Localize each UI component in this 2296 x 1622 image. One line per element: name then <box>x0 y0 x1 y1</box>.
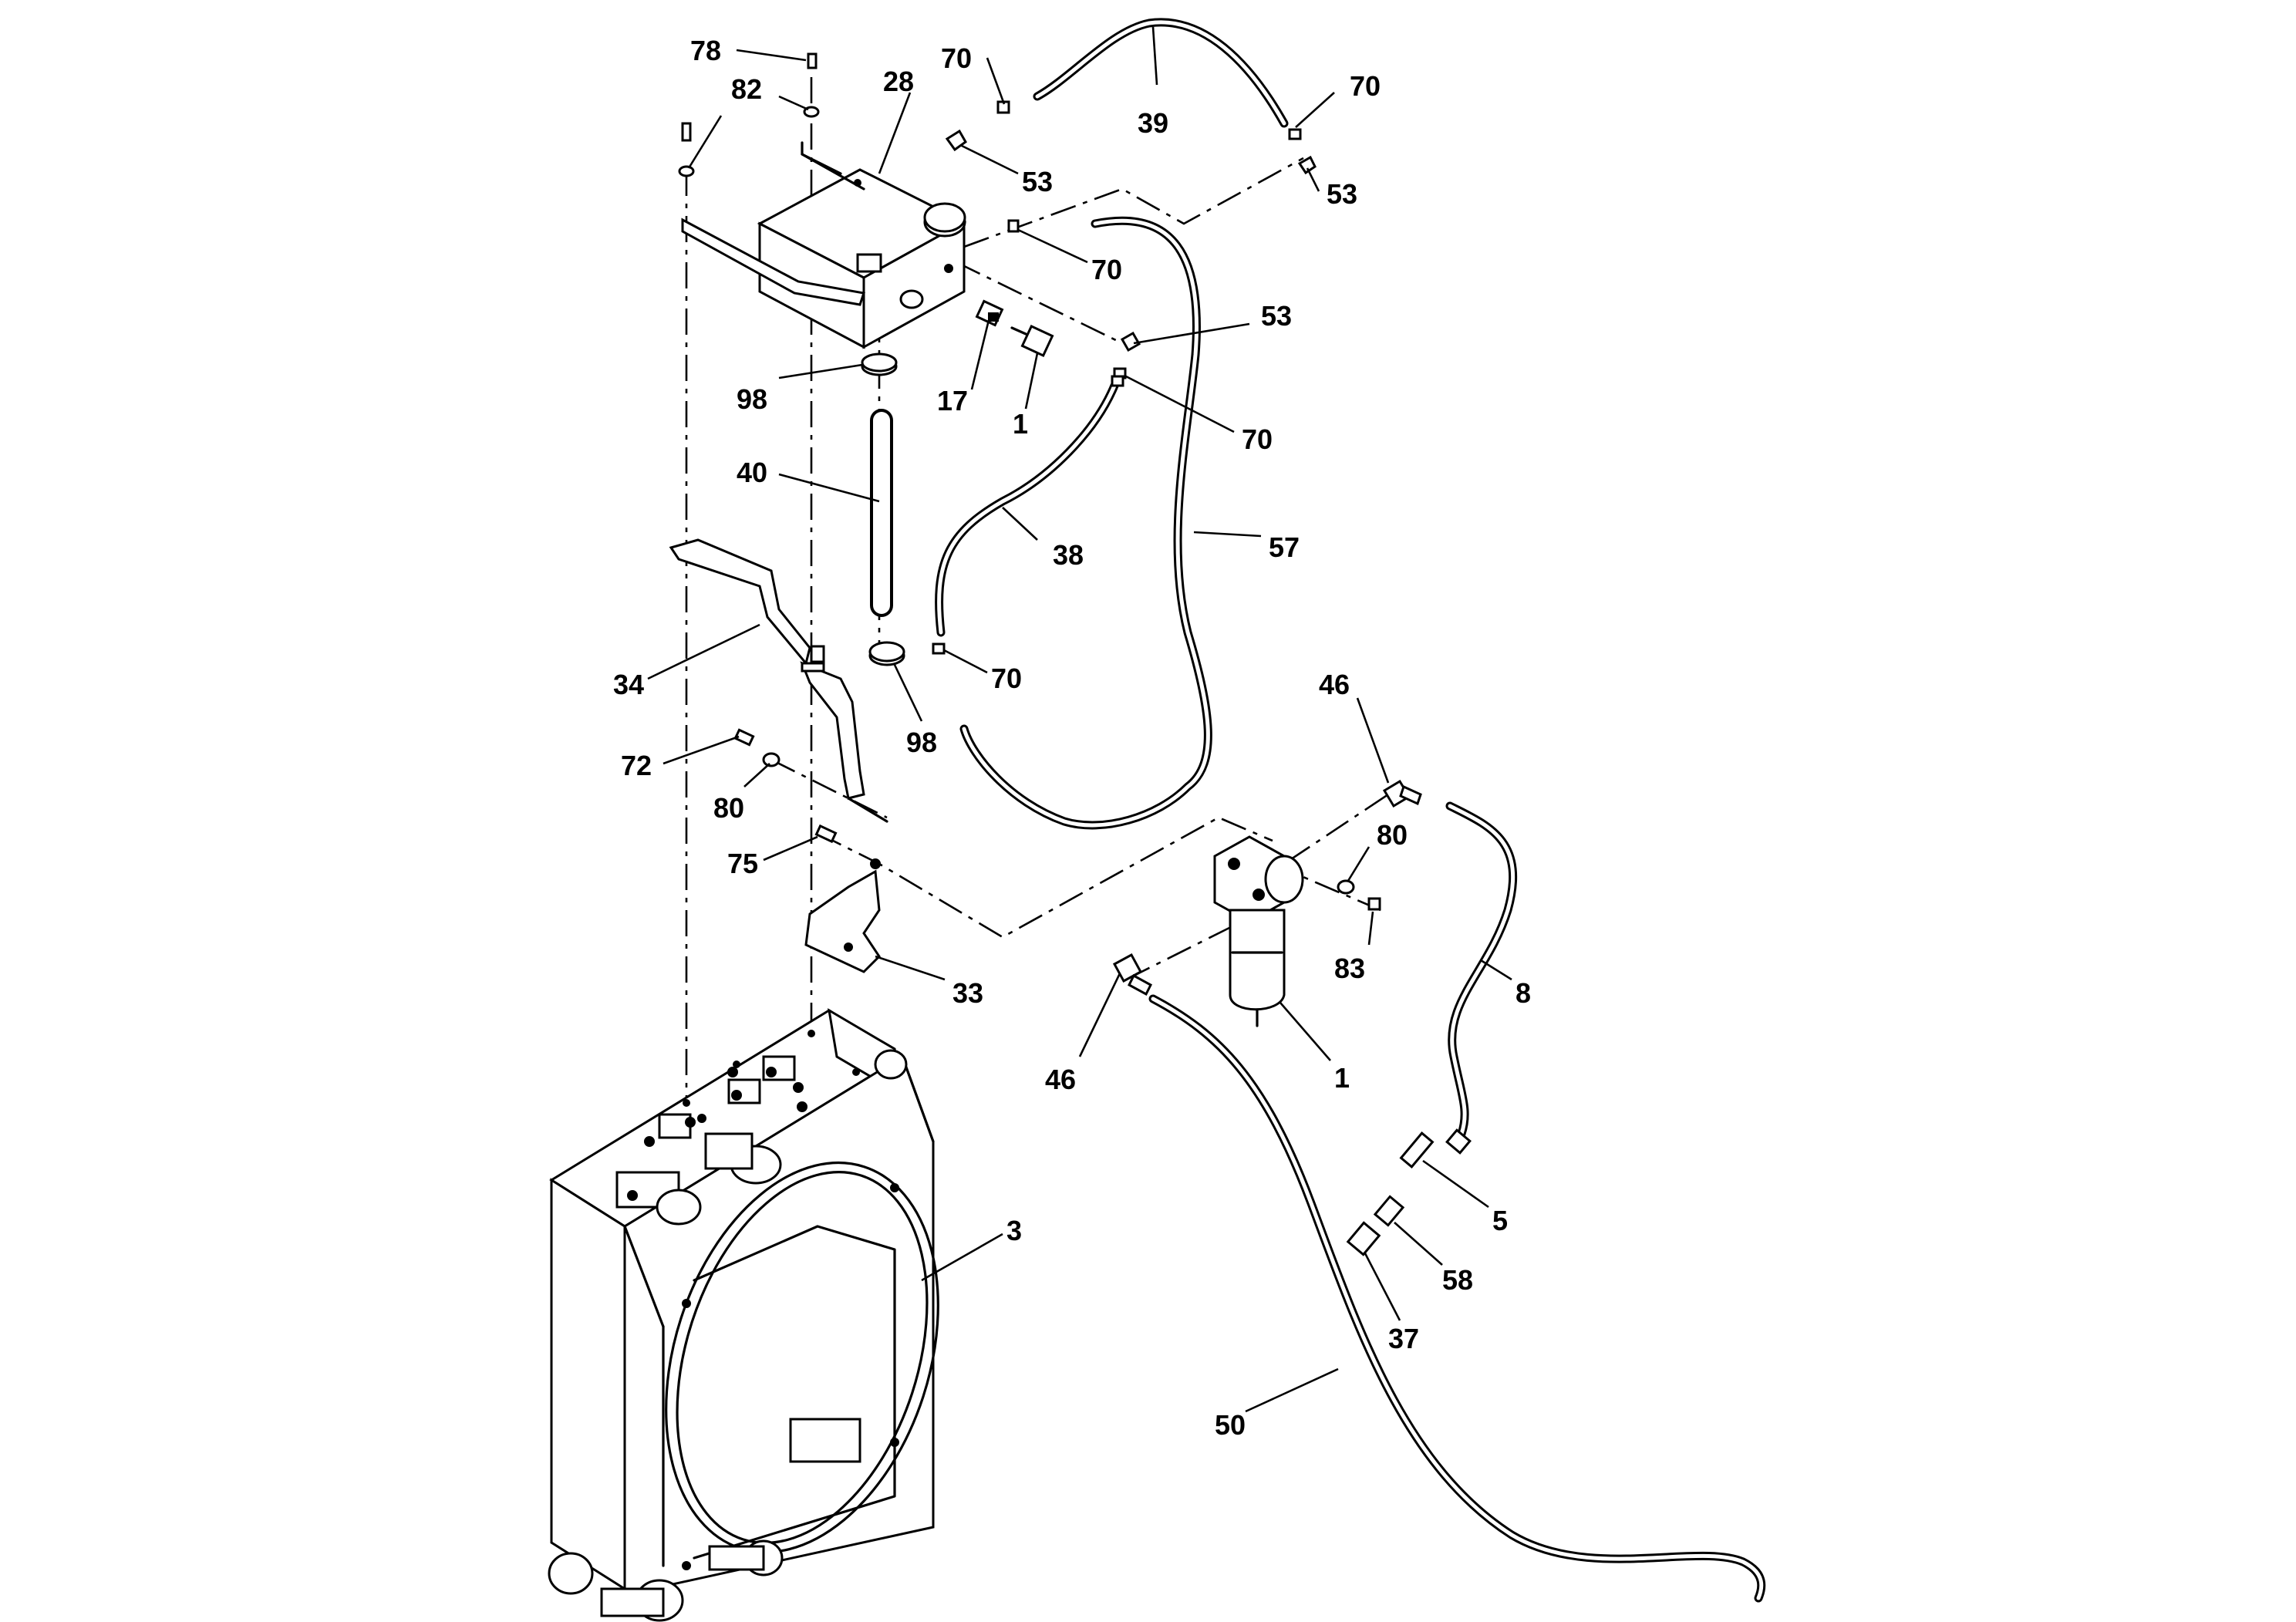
expansion-tank <box>681 141 967 349</box>
fuel-filter <box>1213 835 1304 1027</box>
callout-98: 98 <box>737 383 767 415</box>
callout-37: 37 <box>1388 1323 1419 1354</box>
callout-57: 57 <box>1269 531 1300 563</box>
callout-5: 5 <box>1492 1205 1508 1236</box>
callout-58: 58 <box>1442 1264 1473 1296</box>
callout-8: 8 <box>1515 977 1531 1009</box>
callout-17: 17 <box>937 385 968 416</box>
callout-72: 72 <box>621 750 652 781</box>
radiator <box>548 1008 939 1622</box>
callout-70: 70 <box>1242 423 1273 455</box>
callout-53: 53 <box>1261 300 1292 332</box>
callout-82: 82 <box>731 73 762 105</box>
callout-1: 1 <box>1334 1062 1350 1094</box>
callout-38: 38 <box>1053 539 1084 571</box>
fasteners <box>678 52 1381 911</box>
callout-80: 80 <box>1377 819 1408 851</box>
callout-39: 39 <box>1138 107 1168 139</box>
filter-fittings <box>1112 779 1472 1256</box>
callout-75: 75 <box>727 848 758 879</box>
callout-70: 70 <box>1350 70 1381 102</box>
callout-70: 70 <box>991 663 1022 694</box>
callout-46: 46 <box>1045 1064 1076 1095</box>
callout-46: 46 <box>1319 669 1350 700</box>
leader-lines <box>647 26 1512 1413</box>
callout-83: 83 <box>1334 953 1365 984</box>
callout-34: 34 <box>613 669 644 700</box>
callout-53: 53 <box>1022 166 1053 197</box>
callout-78: 78 <box>690 35 721 66</box>
callout-33: 33 <box>952 977 983 1009</box>
callout-50: 50 <box>1215 1409 1246 1441</box>
hoses <box>870 18 1766 1603</box>
callout-98: 98 <box>906 727 937 758</box>
hose-clamps <box>861 352 1124 666</box>
callout-70: 70 <box>941 42 972 74</box>
bracket-34 <box>669 538 888 823</box>
callout-3: 3 <box>1006 1215 1022 1246</box>
callout-28: 28 <box>883 66 914 97</box>
tank-fittings <box>945 100 1317 379</box>
callout-1: 1 <box>1013 408 1028 440</box>
callout-53: 53 <box>1327 178 1357 210</box>
callout-labels: 78 82 28 70 39 70 53 53 70 53 98 17 1 70… <box>613 35 1531 1441</box>
callout-70: 70 <box>1091 254 1122 285</box>
callout-40: 40 <box>737 457 767 488</box>
callout-80: 80 <box>713 792 744 824</box>
bracket-33 <box>804 858 881 973</box>
